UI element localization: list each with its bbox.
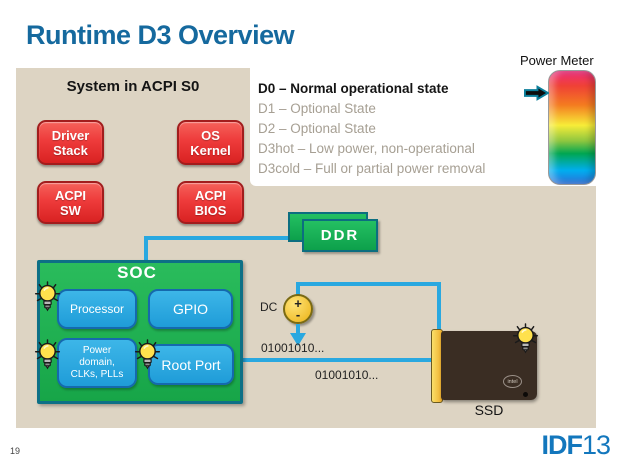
intel-logo-text: intel: [507, 378, 518, 385]
d-state-d3hot: D3hot – Low power, non-operational: [258, 141, 475, 156]
acpi-bios-label-line2: BIOS: [194, 202, 227, 218]
lightbulb-icon-ssd: [512, 323, 539, 354]
acpi-bios-label-line1: ACPI: [194, 187, 227, 203]
power-domain-block: Power domain, CLKs, PLLs: [57, 338, 137, 388]
ssd-label: SSD: [474, 402, 504, 418]
ddr-block: DDR: [302, 219, 378, 252]
intel-logo: intel: [503, 375, 522, 388]
driver-stack-label-line1: Driver: [51, 127, 90, 143]
acpi-sw-label-line2: SW: [60, 202, 81, 218]
power-level-arrow-icon: [524, 85, 549, 101]
dc-source-symbol: + -: [283, 294, 313, 324]
processor-label: Processor: [69, 302, 125, 316]
driver-stack-label-line2: Stack: [53, 142, 88, 158]
idf13-logo: IDF13: [541, 430, 611, 461]
lightbulb-icon-root-port: [134, 339, 161, 370]
dc-source-label: DC: [260, 300, 278, 314]
ddr-label: DDR: [320, 227, 360, 244]
gpio-block: GPIO: [148, 289, 233, 329]
dc-ground-stem: [296, 324, 300, 334]
power-meter-label: Power Meter: [520, 53, 594, 68]
power-domain-label-line2: domain,: [79, 357, 115, 368]
driver-stack-block: Driver Stack: [37, 120, 104, 165]
page-number: 19: [10, 446, 21, 456]
wire-dc-stub: [296, 282, 300, 296]
d-state-d3cold: D3cold – Full or partial power removal: [258, 161, 486, 176]
system-box-title: System in ACPI S0: [66, 78, 200, 95]
lightbulb-icon-power-domain: [34, 339, 61, 370]
idf-logo-text: IDF: [541, 430, 582, 460]
d-state-d0: D0 – Normal operational state: [258, 81, 449, 96]
os-kernel-block: OS Kernel: [177, 120, 244, 165]
root-port-label: Root Port: [161, 356, 221, 373]
wire-dc-to-ssd-vertical: [437, 282, 441, 332]
power-domain-label-line3: CLKs, PLLs: [70, 369, 124, 380]
d-state-d2: D2 – Optional State: [258, 121, 376, 136]
acpi-sw-label-line1: ACPI: [54, 187, 87, 203]
power-domain-label-line1: Power: [82, 345, 112, 356]
d-state-d1: D1 – Optional State: [258, 101, 376, 116]
wire-dc-to-ssd-horizontal: [296, 282, 441, 286]
acpi-sw-block: ACPI SW: [37, 181, 104, 224]
processor-block: Processor: [57, 289, 137, 329]
dc-ground-arrow-icon: [290, 333, 306, 346]
wire-rootport-to-ssd: [233, 358, 437, 362]
page-title: Runtime D3 Overview: [26, 20, 295, 50]
wire-soc-to-ddr-horizontal: [144, 236, 290, 240]
soc-label: SOC: [117, 263, 157, 282]
bus-data-label-lower: 01001010...: [315, 368, 379, 382]
acpi-bios-block: ACPI BIOS: [177, 181, 244, 224]
bus-data-label-upper: 01001010...: [261, 341, 325, 355]
gpio-label: GPIO: [172, 301, 208, 317]
d-state-list: D0 – Normal operational state D1 – Optio…: [258, 79, 485, 179]
ssd-drive-image: [441, 331, 537, 400]
root-port-block: Root Port: [148, 344, 234, 385]
wire-soc-to-ddr-vertical: [144, 236, 148, 262]
lightbulb-icon-processor: [34, 281, 61, 312]
ssd-screw-hole: [523, 392, 528, 397]
dc-minus-sign: -: [295, 307, 301, 322]
os-kernel-label-line1: OS: [201, 127, 220, 143]
dc-plus-sign: +: [294, 296, 302, 311]
power-meter-gradient: [548, 70, 596, 185]
idf-logo-year: 13: [581, 430, 611, 460]
os-kernel-label-line2: Kernel: [190, 142, 231, 158]
